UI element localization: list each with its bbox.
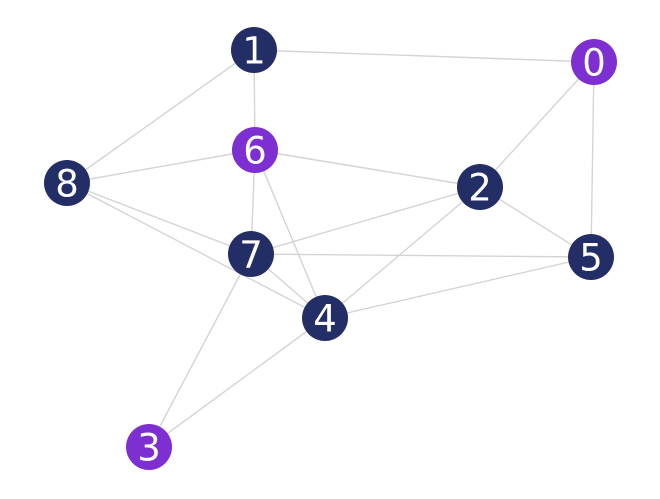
graph-node-circle-7 — [228, 231, 274, 277]
graph-node-layer: 0 1 2 3 4 5 6 7 8 — [44, 27, 617, 470]
graph-edge-0-2 — [479, 61, 595, 188]
graph-node-circle-4 — [302, 295, 348, 341]
graph-node-circle-1 — [231, 27, 277, 73]
graph-edge-0-5 — [590, 61, 595, 258]
graph-edge-4-6 — [254, 149, 326, 319]
graph-node-7: 7 — [228, 231, 274, 277]
graph-edge-4-8 — [66, 182, 326, 319]
graph-node-circle-3 — [126, 424, 172, 470]
graph-edge-2-6 — [254, 149, 481, 188]
graph-edge-4-5 — [324, 256, 592, 319]
graph-node-circle-5 — [568, 234, 614, 280]
graph-node-circle-2 — [457, 164, 503, 210]
graph-edge-3-7 — [148, 253, 252, 448]
graph-edge-2-4 — [324, 186, 481, 319]
graph-node-circle-8 — [44, 160, 90, 206]
graph-node-0: 0 — [571, 39, 617, 85]
graph-node-1: 1 — [231, 27, 277, 73]
graph-node-circle-0 — [571, 39, 617, 85]
graph-edge-2-7 — [250, 186, 481, 255]
graph-node-3: 3 — [126, 424, 172, 470]
graph-node-8: 8 — [44, 160, 90, 206]
graph-edge-3-4 — [148, 317, 326, 448]
graph-node-5: 5 — [568, 234, 614, 280]
graph-node-circle-6 — [232, 127, 278, 173]
graph-node-6: 6 — [232, 127, 278, 173]
graph-node-2: 2 — [457, 164, 503, 210]
graph-node-4: 4 — [302, 295, 348, 341]
graph-edge-layer — [66, 49, 595, 448]
graph-edge-6-8 — [66, 149, 256, 184]
graph-edge-0-1 — [253, 49, 595, 63]
graph-edge-7-8 — [66, 182, 252, 255]
graph-edge-1-8 — [66, 49, 255, 184]
graph-edge-5-7 — [250, 253, 592, 258]
